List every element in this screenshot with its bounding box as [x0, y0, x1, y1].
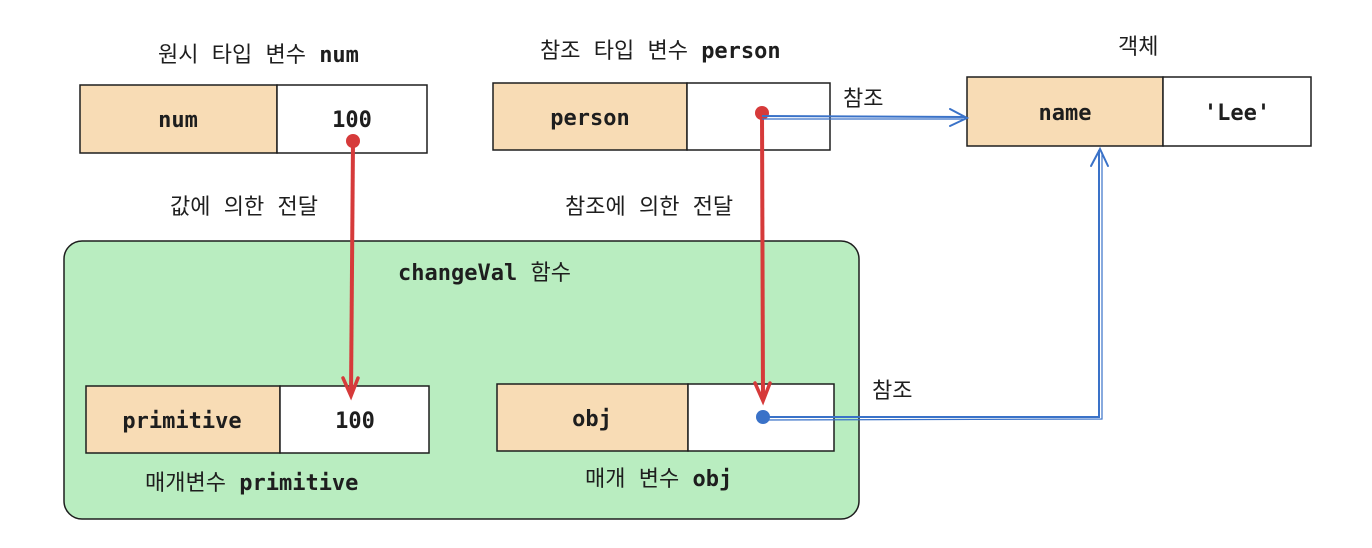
caption-function: changeVal 함수 — [398, 261, 571, 286]
caption-object: 객체 — [1118, 35, 1158, 60]
caption-primitive-var: 원시 타입 변수 num — [158, 43, 359, 68]
num-value-cell: 100 — [332, 108, 372, 133]
person-name-cell: person — [550, 106, 629, 131]
primitive-name-cell: primitive — [122, 409, 241, 434]
caption-ref-bottom: 참조 — [872, 379, 912, 404]
caption-pass-by-value: 값에 의한 전달 — [170, 195, 318, 220]
object-key-cell: name — [1039, 101, 1092, 126]
ref-arrow-person-object — [761, 108, 970, 127]
pass-by-value-arrow — [341, 134, 360, 401]
caption-ref-top: 참조 — [843, 87, 883, 112]
num-variable: num 100 — [79, 84, 428, 154]
caption-ref-var: 참조 타입 변수 person — [540, 39, 781, 64]
caption-param-obj: 매개 변수 obj — [585, 467, 732, 492]
object-value-cell: 'Lee' — [1204, 101, 1270, 126]
primitive-param: primitive 100 — [85, 385, 430, 454]
caption-param-primitive: 매개변수 primitive — [145, 471, 358, 496]
num-name-cell: num — [158, 108, 198, 133]
obj-name-cell: obj — [572, 407, 612, 432]
caption-pass-by-ref: 참조에 의한 전달 — [565, 195, 733, 220]
object-box: name 'Lee' — [966, 76, 1312, 147]
ref-arrow-obj-object — [756, 146, 1109, 424]
primitive-value-cell: 100 — [335, 409, 375, 434]
